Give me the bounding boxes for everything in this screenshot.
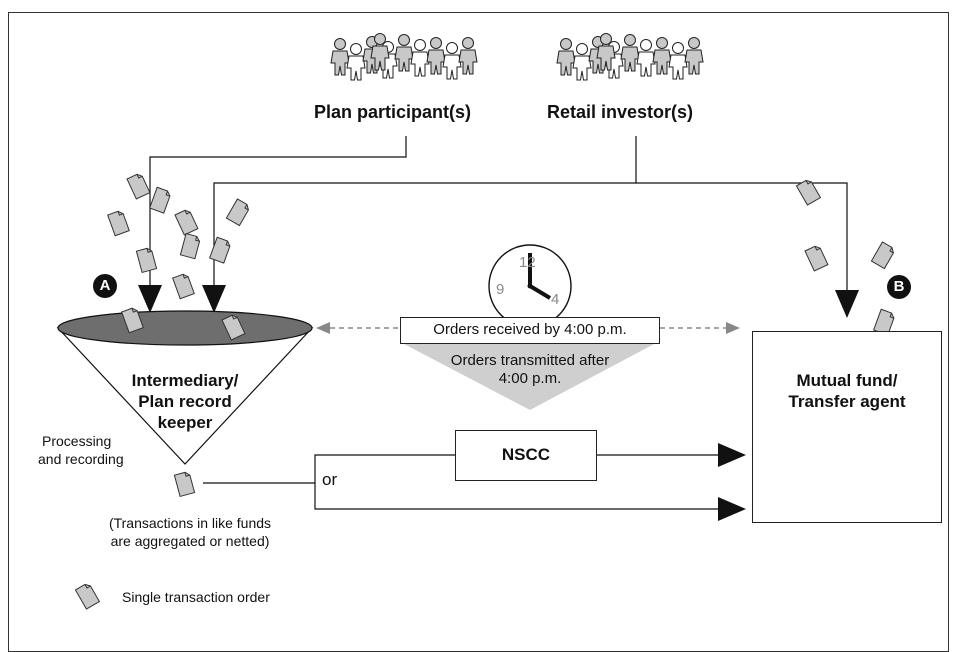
marker-b [887,275,911,299]
retail-investors-icon [556,33,704,81]
orders-received-box: Orders received by 4:00 p.m. [400,317,660,344]
nscc-box: NSCC [455,430,597,481]
mutual-fund-label: Mutual fund/ Transfer agent [753,370,941,412]
orders-transmitted-line1: Orders transmitted after [450,352,610,369]
clock-number-9: 9 [496,281,505,298]
arrowheads-right [718,443,746,521]
aggregated-note: (Transactions in like funds are aggregat… [55,514,325,550]
flow-diagram [56,33,911,610]
mutual-fund-line2: Transfer agent [788,392,906,411]
processing-label: Processing and recording [38,432,124,468]
mutual-fund-line1: Mutual fund/ [796,371,898,390]
funnel-label: Intermediary/ Plan record keeper [100,370,270,433]
retail-investors-label: Retail investor(s) [547,102,694,122]
aggregated-line1: (Transactions in like funds [108,515,272,531]
flow-lines-bottom [203,454,722,510]
marker-a-label: A [99,277,111,294]
marker-b-label: B [893,278,905,295]
marker-a [93,274,117,298]
clock-number-12: 12 [519,254,536,271]
funnel-label-line2: Plan record [138,392,232,411]
arrowheads-down [138,285,859,318]
nscc-label: NSCC [501,445,551,464]
orders-transmitted-label: Orders transmitted after 4:00 p.m. [405,352,655,388]
mutual-fund-box: Mutual fund/ Transfer agent [752,331,942,523]
orders-transmitted-line2: 4:00 p.m. [498,370,562,387]
plan-participants-label: Plan participant(s) [314,102,472,122]
plan-participants-icon [330,33,478,81]
clock-icon [488,244,572,328]
clock-number-4: 4 [551,291,560,308]
funnel-shape [56,306,314,465]
orders-transmitted-shape [404,344,654,410]
funnel-label-line3: keeper [157,413,213,432]
processing-line2: and recording [38,451,124,467]
funnel-label-line1: Intermediary/ [131,371,239,390]
dashed-arrows [316,322,740,334]
legend-label: Single transaction order [122,589,270,605]
single-order-icon [74,581,100,610]
or-label: or [322,470,338,489]
connector-lines [149,136,848,290]
orders-received-label: Orders received by 4:00 p.m. [433,321,627,338]
processing-line1: Processing [42,433,112,449]
aggregated-line2: are aggregated or netted) [110,533,270,549]
